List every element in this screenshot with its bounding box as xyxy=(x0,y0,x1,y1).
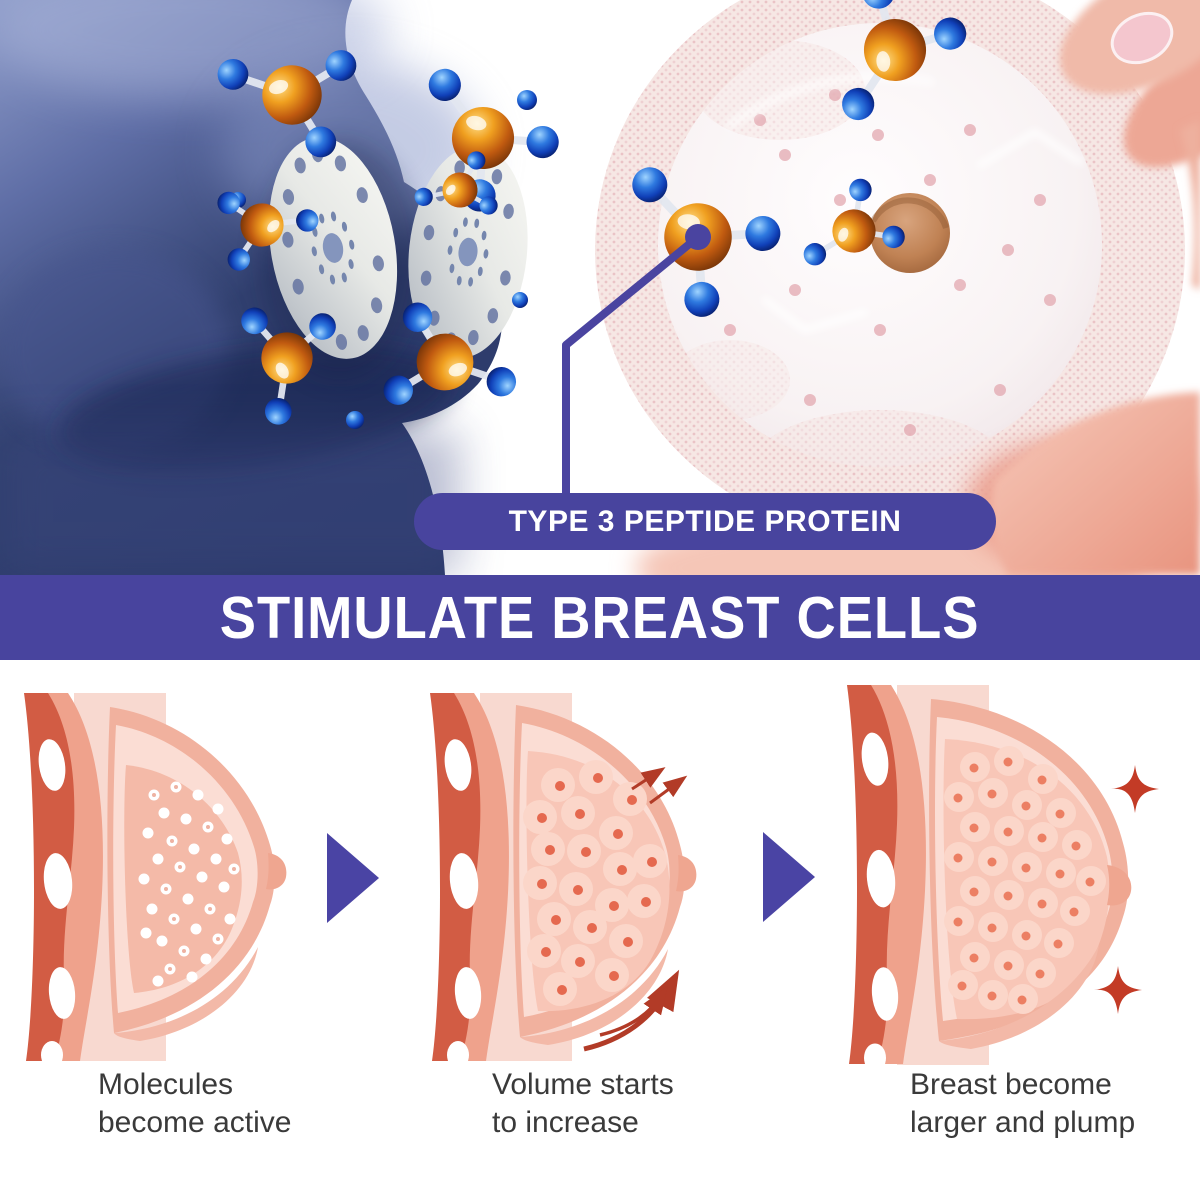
callout-connector xyxy=(562,224,711,496)
hole-inner-shadow xyxy=(870,197,949,230)
underbreast-curl xyxy=(939,945,1099,1049)
caption-step-3: Breast become larger and plump xyxy=(910,1066,1135,1142)
banner-title: STIMULATE BREAST CELLS xyxy=(220,584,980,651)
gauze-showthrough xyxy=(670,340,790,420)
underbreast-curl xyxy=(114,947,258,1041)
callout-dot xyxy=(685,224,711,250)
nipple xyxy=(676,855,697,892)
caption-line: to increase xyxy=(492,1106,639,1139)
caption-line: larger and plump xyxy=(910,1106,1136,1139)
caption-step-2: Volume starts to increase xyxy=(492,1066,674,1142)
callout-line xyxy=(562,233,701,496)
molecule-atom-icon xyxy=(517,90,537,110)
caption-line: become active xyxy=(98,1106,292,1139)
steps-section: Molecules become active Volume starts to… xyxy=(0,660,1200,1200)
patch-center-hole xyxy=(870,193,950,273)
stimulate-banner: STIMULATE BREAST CELLS xyxy=(0,575,1200,660)
torso-photo xyxy=(0,0,620,575)
torso-lower-shading xyxy=(0,430,460,575)
mammary-gland xyxy=(124,765,242,993)
breast-diagram-step-3 xyxy=(847,685,1159,1065)
breast-diagram-step-1 xyxy=(24,693,287,1061)
hand-fingers xyxy=(1059,0,1200,290)
fingernail xyxy=(1110,11,1174,65)
nipple xyxy=(266,853,287,890)
underbreast-curl xyxy=(520,949,668,1045)
step-arrow-1-icon xyxy=(327,833,379,923)
caption-line: Breast become xyxy=(910,1068,1112,1101)
caption-line: Molecules xyxy=(98,1068,234,1101)
peptide-protein-pill: TYPE 3 PEPTIDE PROTEIN xyxy=(414,493,996,550)
breast-diagram-step-2 xyxy=(430,693,697,1061)
molecule-dots xyxy=(138,781,240,987)
growth-arrows-curved-icon xyxy=(583,969,680,1052)
caption-step-1: Molecules become active xyxy=(98,1066,291,1142)
caption-line: Volume starts xyxy=(492,1068,674,1101)
sparkle-icon xyxy=(1111,765,1159,813)
pill-label: TYPE 3 PEPTIDE PROTEIN xyxy=(508,504,902,538)
molecule-atom-icon xyxy=(346,411,364,429)
step-arrow-2-icon xyxy=(763,832,815,922)
growth-arrows-up-icon xyxy=(631,767,688,805)
molecule-atom-icon xyxy=(512,292,528,308)
nipple xyxy=(1107,865,1132,906)
